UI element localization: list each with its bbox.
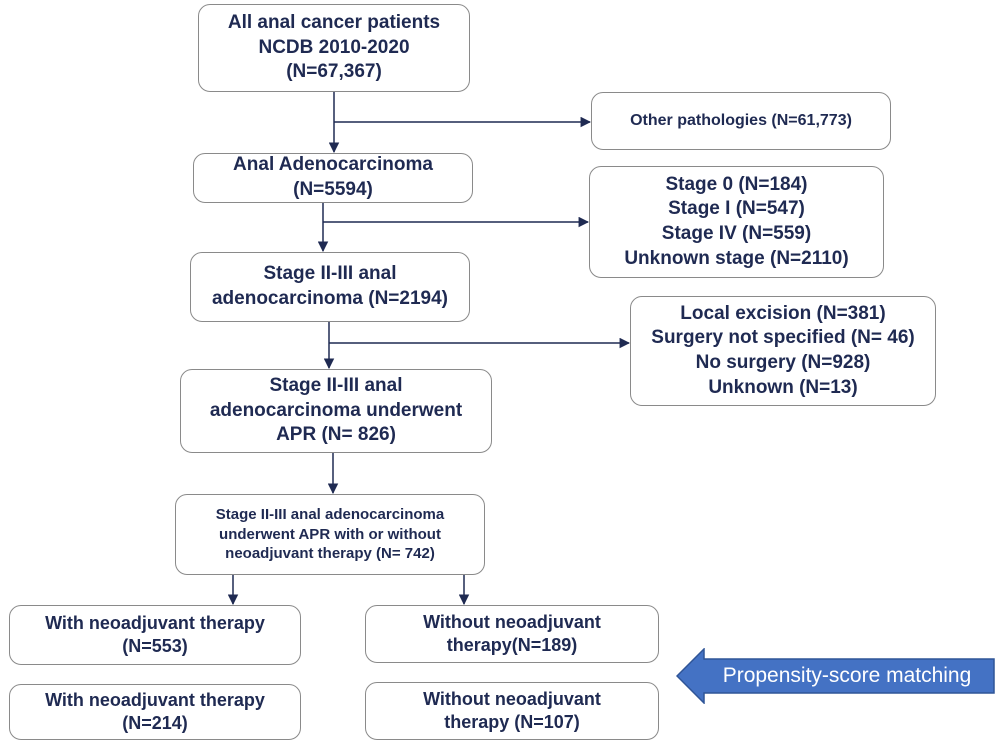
box-anal-adenocarcinoma: Anal Adenocarcinoma (N=5594) [193, 153, 473, 203]
box-underwent-apr: Stage II-III anal adenocarcinoma underwe… [180, 369, 492, 453]
box-surgery-excluded: Local excision (N=381) Surgery not speci… [630, 296, 936, 406]
box-stage23-adenocarcinoma: Stage II-III anal adenocarcinoma (N=2194… [190, 252, 470, 322]
box-with-neoadjuvant: With neoadjuvant therapy (N=553) [9, 605, 301, 665]
box-stage-excluded: Stage 0 (N=184) Stage I (N=547) Stage IV… [589, 166, 884, 278]
box-with-neoadjuvant-matched: With neoadjuvant therapy (N=214) [9, 684, 301, 740]
box-without-neoadjuvant-matched: Without neoadjuvant therapy (N=107) [365, 682, 659, 740]
box-all-patients: All anal cancer patients NCDB 2010-2020 … [198, 4, 470, 92]
left-arrow-icon [676, 648, 995, 704]
box-apr-with-or-without-neoadjuvant: Stage II-III anal adenocarcinoma underwe… [175, 494, 485, 575]
propensity-score-matching-label: Propensity-score matching [722, 664, 972, 687]
box-without-neoadjuvant: Without neoadjuvant therapy(N=189) [365, 605, 659, 663]
box-other-pathologies: Other pathologies (N=61,773) [591, 92, 891, 150]
